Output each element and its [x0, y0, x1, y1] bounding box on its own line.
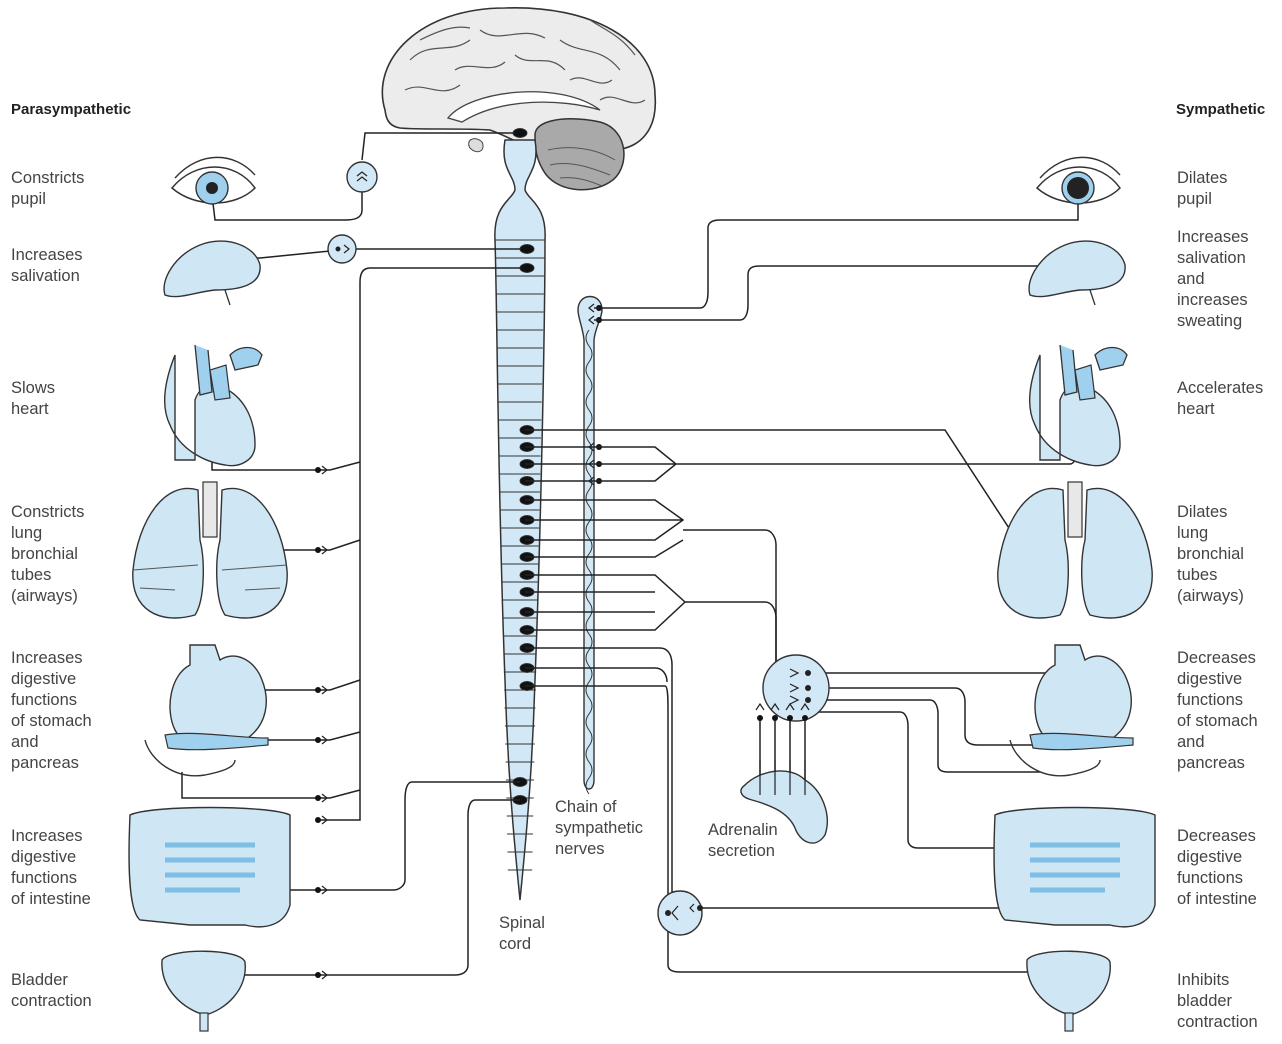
- left-label-intestine: Increases digestive functions of intesti…: [11, 826, 91, 910]
- lungs-right: [998, 482, 1152, 618]
- ganglion-bladder-sympathetic: [658, 891, 703, 935]
- neuron-cell-body: [520, 264, 534, 273]
- lungs-left: [133, 482, 287, 618]
- eye-left: [172, 157, 255, 204]
- left-label-pupil: Constricts pupil: [11, 168, 84, 210]
- intestine-right: [994, 808, 1155, 927]
- right-label-heart: Accelerates heart: [1177, 378, 1263, 420]
- right-label-bladder: Inhibits bladder contraction: [1177, 970, 1258, 1033]
- right-label-pupil: Dilates pupil: [1177, 168, 1227, 210]
- ganglion-pupil: [347, 162, 377, 192]
- spinal-cord: [495, 129, 545, 901]
- left-label-stomach: Increases digestive functions of stomach…: [11, 648, 92, 774]
- right-label-intestine: Decreases digestive functions of intesti…: [1177, 826, 1257, 910]
- heart-right: [1030, 345, 1127, 466]
- right-label-lungs: Dilates lung bronchial tubes (airways): [1177, 502, 1244, 607]
- sympathetic-header: Sympathetic: [1176, 101, 1265, 118]
- salivary-gland-left: [164, 241, 260, 305]
- left-synapses: [315, 466, 327, 979]
- left-label-bladder: Bladder contraction: [11, 970, 92, 1012]
- stomach-left: [145, 645, 268, 776]
- bladder-left: [162, 951, 245, 1031]
- heart-left: [165, 345, 262, 466]
- intestine-left: [129, 808, 290, 927]
- adrenal-label: Adrenalin secretion: [708, 820, 778, 862]
- parasympathetic-header: Parasympathetic: [11, 101, 131, 118]
- salivary-gland-right: [1029, 241, 1125, 305]
- left-label-salivation: Increases salivation: [11, 245, 83, 287]
- bladder-right: [1027, 951, 1110, 1031]
- sympathetic-chain: [578, 297, 602, 795]
- eye-right: [1037, 157, 1120, 204]
- ganglion-digestive-sympathetic: [763, 655, 829, 721]
- ganglion-salivation: [328, 235, 356, 263]
- spinal-cord-label: Spinal cord: [499, 913, 545, 955]
- chain-label: Chain of sympathetic nerves: [555, 797, 643, 860]
- neuron-cell-body: [513, 129, 527, 138]
- neuron-cell-body: [520, 245, 534, 254]
- right-label-stomach: Decreases digestive functions of stomach…: [1177, 648, 1258, 774]
- left-label-lungs: Constricts lung bronchial tubes (airways…: [11, 502, 84, 607]
- stomach-right: [1010, 645, 1133, 776]
- right-label-salivation: Increases salivation and increases sweat…: [1177, 227, 1249, 332]
- left-label-heart: Slows heart: [11, 378, 55, 420]
